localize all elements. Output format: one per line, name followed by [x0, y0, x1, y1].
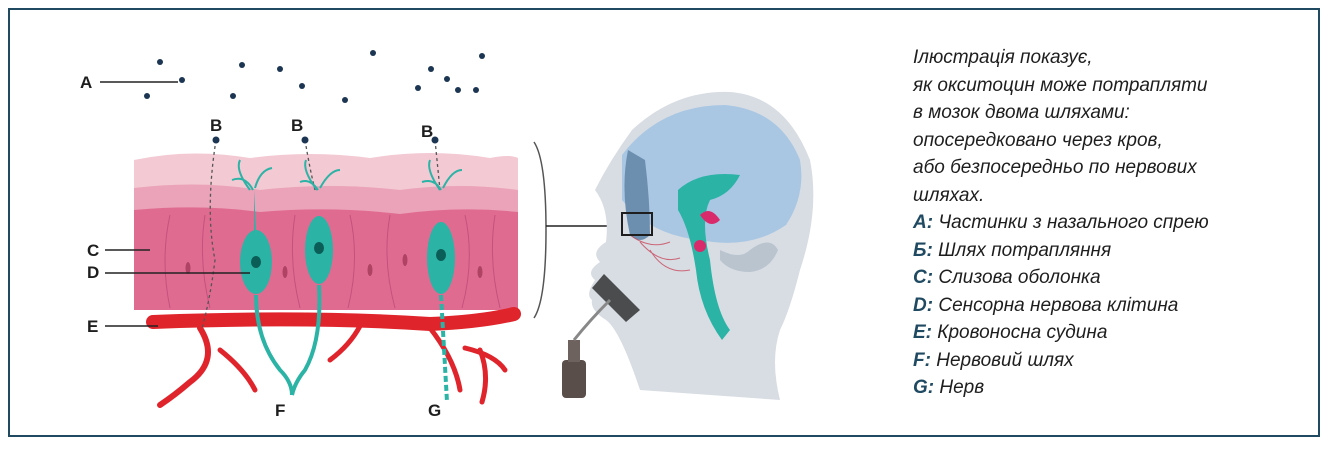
label-a: A — [80, 73, 92, 92]
legend-key: C: — [913, 267, 933, 288]
legend-text: Кровоносна судина — [937, 322, 1107, 343]
legend-key: A: — [913, 212, 933, 233]
legend-key: G: — [913, 377, 934, 398]
legend-item-g: G: Нерв — [913, 374, 1323, 402]
legend-intro-line-4: опосередковано через кров, — [913, 127, 1323, 155]
legend-text: Сенсорна нервова клітина — [938, 295, 1178, 316]
legend-intro-line-6: шляхах. — [913, 182, 1323, 210]
legend-item-f: F: Нервовий шлях — [913, 347, 1323, 375]
label-c: C — [87, 241, 99, 260]
legend-intro-line-2: як окситоцин може потрапляти — [913, 72, 1323, 100]
legend-text: Частинки з назального спрею — [938, 212, 1208, 233]
label-b-3: B — [421, 122, 433, 141]
label-d: D — [87, 263, 99, 282]
legend-panel: Ілюстрація показує, як окситоцин може по… — [913, 44, 1323, 402]
legend-item-c: C: Слизова оболонка — [913, 264, 1323, 292]
legend-text: Нерв — [939, 377, 984, 398]
legend-key: E: — [913, 322, 932, 343]
head-illustration — [562, 92, 813, 400]
legend-item-e: E: Кровоносна судина — [913, 319, 1323, 347]
legend-intro-line-1: Ілюстрація показує, — [913, 44, 1323, 72]
legend-item-b: Б: Шлях потрапляння — [913, 237, 1323, 265]
nasal-delivery-diagram: A — [10, 10, 870, 450]
legend-item-a: A: Частинки з назального спрею — [913, 209, 1323, 237]
legend-text: Слизова оболонка — [938, 267, 1100, 288]
legend-text: Шлях потрапляння — [938, 240, 1111, 261]
legend-intro-line-5: або безпосередньо по нервових — [913, 154, 1323, 182]
label-e: E — [87, 317, 98, 336]
blood-vessel — [153, 314, 514, 405]
legend-item-d: D: Сенсорна нервова клітина — [913, 292, 1323, 320]
label-b-1: B — [210, 116, 222, 135]
legend-key: F: — [913, 350, 931, 371]
label-b-2: B — [291, 116, 303, 135]
label-f: F — [275, 401, 285, 420]
legend-key: Б: — [913, 240, 933, 261]
figure-frame: A — [8, 8, 1320, 437]
legend-key: D: — [913, 295, 933, 316]
legend-intro-line-3: в мозок двома шляхами: — [913, 99, 1323, 127]
legend-text: Нервовий шлях — [936, 350, 1073, 371]
spray-particles — [144, 50, 485, 103]
zoom-bracket — [534, 142, 546, 318]
label-g: G — [428, 401, 441, 420]
